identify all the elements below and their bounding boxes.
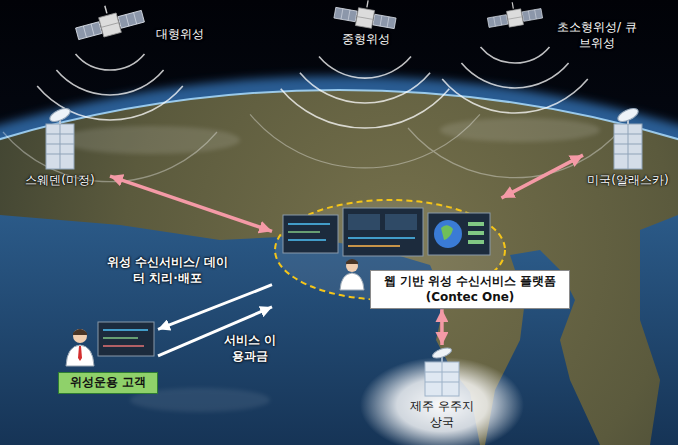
platform-box: 웹 기반 위성 수신서비스 플랫폼 (Contec One) [272,198,570,309]
satellite: 중형위성 [336,32,396,48]
customer-box: 위성운용 고객 [58,372,158,394]
satellite-label: 대형위성 [145,27,215,43]
satellite-label: 중형위성 [336,32,396,48]
satellite: 대형위성 [145,27,215,43]
ground-station: 미국(알래스카) [583,105,673,189]
service-arrow [158,307,272,356]
service-arrow [158,285,272,330]
customer-box: 위성운용 고객 [58,318,158,394]
link-arrow [110,176,272,231]
ground-station: 미국(알래스카) [583,173,673,189]
platform-box: 웹 기반 위성 수신서비스 플랫폼 (Contec One) [370,270,570,309]
satellite: 초소형위성/ 큐브위성 [555,20,639,51]
link-arrow [440,309,444,345]
link-arrow [501,155,583,198]
satellite-label: 초소형위성/ 큐브위성 [555,20,639,51]
ground-station: 스웨덴(미정) [10,173,110,189]
ground-station: 제주 우주지상국 [392,345,492,430]
ground-station: 제주 우주지상국 [409,399,475,430]
ground-station: 스웨덴(미정) [10,105,110,189]
edge-label: 위성 수신서비스/ 데이터 치리·배포 [105,255,230,286]
edge-label: 서비스 이용과금 [222,333,278,364]
